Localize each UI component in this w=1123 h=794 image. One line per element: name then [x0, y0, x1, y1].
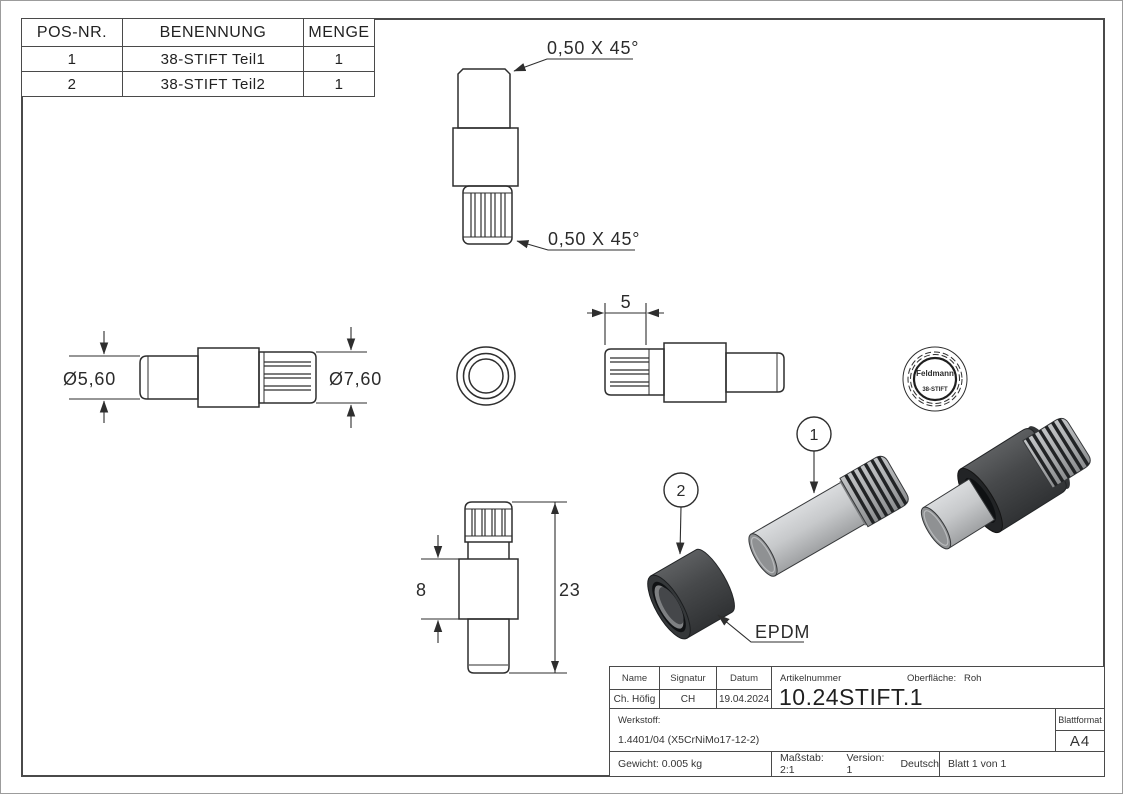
bom-header-qty: MENGE: [303, 18, 375, 47]
dimension-chamfer-top: 0,50 X 45°: [547, 38, 639, 58]
dimension-total-length: 23: [559, 580, 581, 600]
dimension-dia-large: Ø7,60: [329, 369, 382, 389]
balloon-1-number: 1: [810, 427, 819, 444]
view-pin-vertical-bottom: 8 23: [416, 501, 581, 674]
date-label: Datum: [717, 667, 771, 690]
signature-value: CH: [680, 693, 696, 705]
bom-row-1: 1 38-STIFT Teil1 1: [21, 46, 375, 72]
view-pin-horizontal-right: 5: [587, 292, 785, 403]
view-3d-pin: [748, 455, 909, 577]
material-callout: EPDM: [717, 614, 810, 643]
material-label: Werkstoff:: [618, 715, 661, 727]
view-3d-assembled: [920, 417, 1091, 550]
bom-row-2: 2 38-STIFT Teil2 1: [21, 71, 375, 97]
date-value: 19.04.2024: [718, 693, 770, 705]
view-logo-end: Feldmann 38-STIFT: [902, 346, 968, 412]
drawing-frame: [21, 18, 1105, 777]
bom-row-1-qty: 1: [303, 46, 375, 72]
title-block-row-identity: Name Ch. Höfig Signatur CH Datum 19.04.2…: [610, 667, 1104, 710]
version-value: Version: 1: [846, 752, 885, 776]
material-cell: Werkstoff: 1.4401/04 (X5CrNiMo17-12-2): [610, 709, 1055, 751]
balloon-2-number: 2: [677, 483, 686, 500]
surface-label: Oberfläche:: [907, 673, 957, 684]
bom-row-2-pos: 2: [21, 71, 123, 97]
title-block: Name Ch. Höfig Signatur CH Datum 19.04.2…: [609, 666, 1105, 777]
balloon-1: 1: [796, 416, 832, 494]
title-block-row-meta: Gewicht: 0.005 kg Maßstab: 2:1 Version: …: [610, 751, 1104, 776]
bom-row-2-qty: 1: [303, 71, 375, 97]
material-callout-label: EPDM: [755, 622, 810, 642]
view-pin-horizontal-left: Ø5,60 Ø7,60: [63, 327, 382, 428]
view-end-circles: [456, 346, 516, 406]
sheet-format-value: A4: [1069, 732, 1091, 750]
balloon-2: 2: [663, 472, 699, 555]
bom-table: POS-NR. BENENNUNG MENGE 1 38-STIFT Teil1…: [21, 18, 375, 97]
bom-row-1-name: 38-STIFT Teil1: [122, 46, 304, 72]
language-value: Deutsch: [900, 758, 939, 770]
bom-header-name: BENENNUNG: [122, 18, 304, 47]
view-3d-sleeve: [647, 548, 735, 640]
bom-row-2-name: 38-STIFT Teil2: [122, 71, 304, 97]
name-label: Name: [610, 667, 659, 690]
dimension-knurl-length: 5: [621, 292, 632, 312]
bom-header-pos: POS-NR.: [21, 18, 123, 47]
sheet-format-label: Blattformat: [1056, 709, 1104, 732]
article-cell: Artikelnummer Oberfläche: Roh 10.24STIFT…: [772, 667, 1104, 710]
scale-cell: Maßstab: 2:1 Version: 1 Deutsch: [772, 752, 940, 776]
name-value: Ch. Höfig: [613, 693, 656, 705]
sheet-cell: Blatt 1 von 1: [948, 758, 1007, 770]
dimension-chamfer-bottom: 0,50 X 45°: [548, 229, 640, 249]
article-number: 10.24STIFT.1: [779, 684, 924, 710]
weight-cell: Gewicht: 0.005 kg: [610, 752, 772, 776]
dimension-dia-small: Ø5,60: [63, 369, 116, 389]
bom-header-row: POS-NR. BENENNUNG MENGE: [21, 18, 375, 47]
sheet-format-cell: Blattformat A4: [1055, 709, 1104, 751]
title-block-row-material: Werkstoff: 1.4401/04 (X5CrNiMo17-12-2) B…: [610, 708, 1104, 751]
logo-part-text: 38-STIFT: [922, 387, 948, 393]
bom-row-1-pos: 1: [21, 46, 123, 72]
material-value: 1.4401/04 (X5CrNiMo17-12-2): [618, 734, 760, 747]
logo-brand-text: Feldmann: [916, 369, 954, 378]
scale-value: Maßstab: 2:1: [780, 752, 824, 776]
signature-label: Signatur: [660, 667, 716, 690]
dimension-mid-length: 8: [416, 580, 427, 600]
article-label: Artikelnummer: [780, 673, 842, 684]
surface-value: Roh: [964, 673, 982, 684]
view-pin-vertical-top: 0,50 X 45° 0,50 X 45°: [452, 38, 640, 251]
